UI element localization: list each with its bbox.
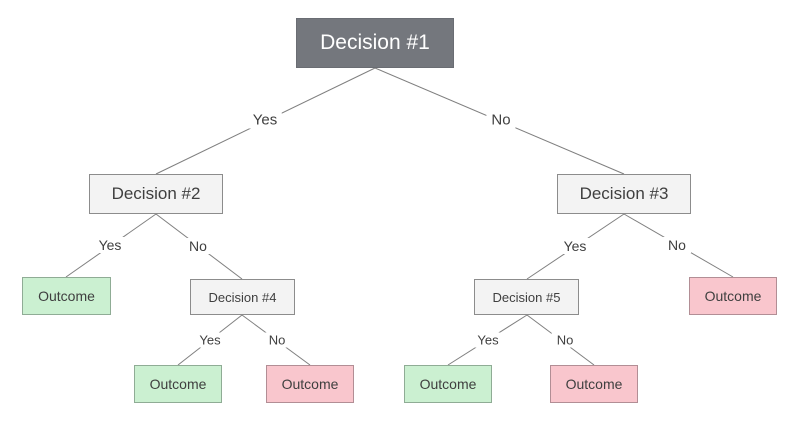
node-decision-3: Decision #3: [557, 174, 691, 214]
edge-label-d5-yes: Yes: [472, 332, 504, 348]
edge-label-d4-yes: Yes: [194, 332, 226, 348]
node-decision-5: Decision #5: [474, 279, 579, 315]
node-outcome-d4-yes: Outcome: [134, 365, 222, 403]
edge-label-d3-yes: Yes: [558, 238, 592, 254]
edge-label-d4-no: No: [263, 332, 291, 348]
edge-label-d1-yes: Yes: [247, 111, 283, 129]
node-decision-4: Decision #4: [190, 279, 295, 315]
node-decision-1: Decision #1: [296, 18, 454, 68]
node-decision-2: Decision #2: [89, 174, 223, 214]
node-outcome-d5-yes: Outcome: [404, 365, 492, 403]
edge-label-d3-no: No: [663, 237, 691, 253]
node-outcome-d2-yes: Outcome: [22, 277, 111, 315]
edge-label-d2-no: No: [184, 238, 212, 254]
node-outcome-d3-no: Outcome: [689, 277, 777, 315]
edge-label-d1-no: No: [486, 111, 516, 129]
edge-label-d5-no: No: [551, 332, 579, 348]
node-outcome-d5-no: Outcome: [550, 365, 638, 403]
node-outcome-d4-no: Outcome: [266, 365, 354, 403]
edge-label-d2-yes: Yes: [93, 237, 127, 253]
